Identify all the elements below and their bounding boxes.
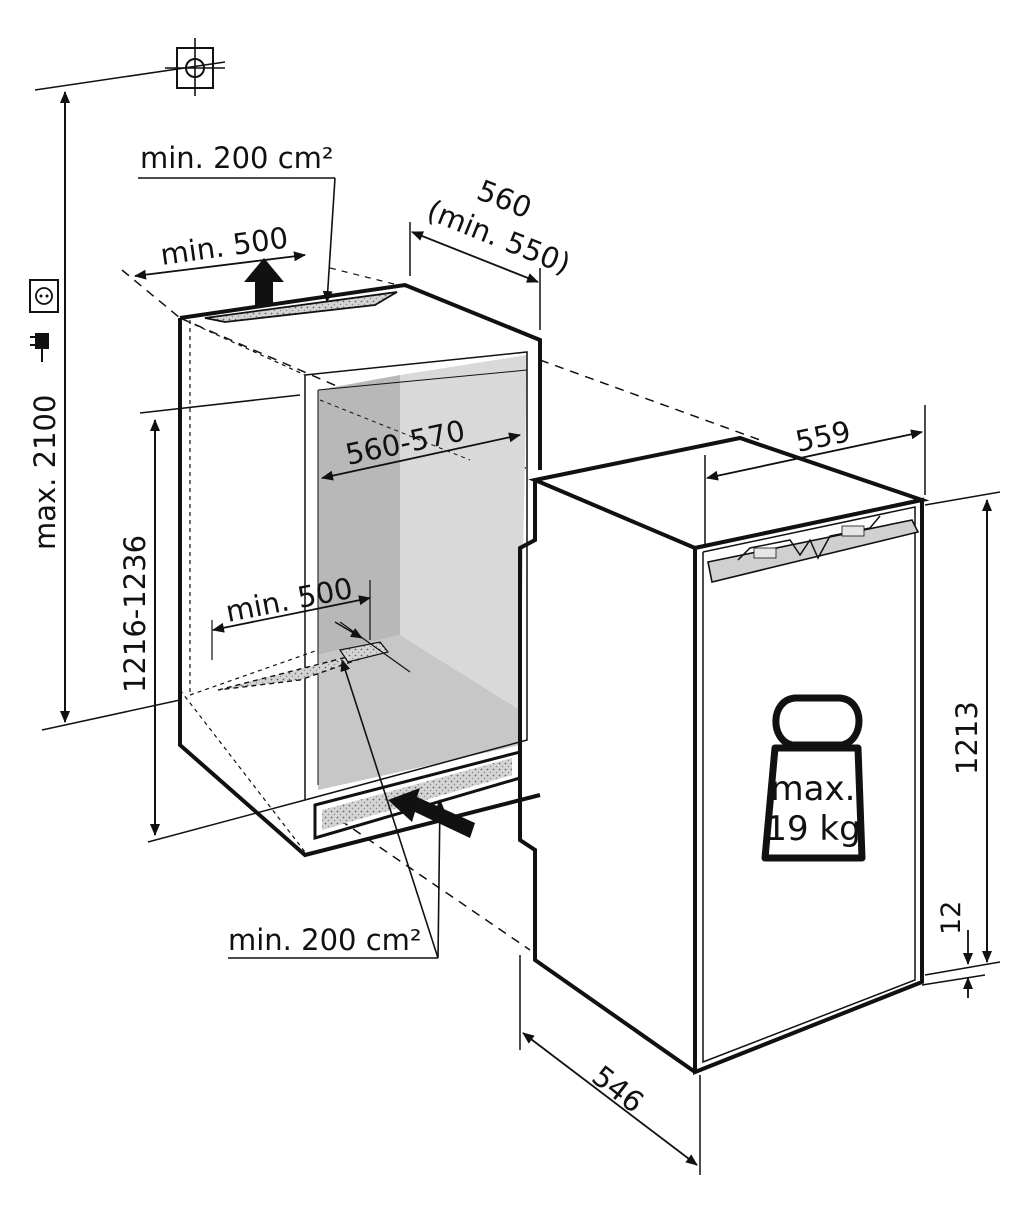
vent-bottom-area-callout: min. 200 cm² bbox=[228, 659, 445, 959]
max-height-label: max. 2100 bbox=[28, 395, 62, 550]
airflow-arrow-icon bbox=[244, 258, 284, 306]
power-plug-icon bbox=[30, 333, 49, 362]
top-pipe-symbol bbox=[34, 38, 226, 96]
niche-height-label: 1216-1236 bbox=[118, 535, 152, 693]
appliance-height-label: 1213 bbox=[950, 701, 984, 775]
niche-depth-dimension: 560 (min. 550) bbox=[409, 173, 575, 330]
vent-top-area-callout: min. 200 cm² bbox=[138, 141, 336, 303]
vent-bottom-area-label: min. 200 cm² bbox=[228, 923, 422, 957]
vent-top-depth-dimension: min. 500 bbox=[134, 220, 306, 280]
niche-cabinet bbox=[121, 267, 761, 951]
power-socket-icon bbox=[29, 279, 59, 313]
top-vent-opening bbox=[204, 291, 398, 323]
airflow-arrow-icon bbox=[388, 788, 475, 838]
niche-height-dimension: 1216-1236 bbox=[118, 394, 306, 843]
weight-icon: max. 19 kg bbox=[761, 694, 866, 862]
appliance-width-label: 559 bbox=[792, 414, 853, 459]
appliance-height-dimension: 1213 bbox=[924, 491, 1001, 976]
max-height-dimension: max. 2100 bbox=[28, 91, 181, 731]
max-load-label-2: 19 kg bbox=[765, 809, 860, 849]
appliance-depth-label: 546 bbox=[586, 1059, 651, 1120]
vent-top-area-label: min. 200 cm² bbox=[140, 141, 334, 175]
max-load-label-1: max. bbox=[771, 769, 856, 809]
appliance-depth-dimension: 546 bbox=[519, 955, 701, 1175]
base-gap-label: 12 bbox=[936, 901, 967, 935]
base-gap-dimension: 12 bbox=[921, 901, 986, 998]
